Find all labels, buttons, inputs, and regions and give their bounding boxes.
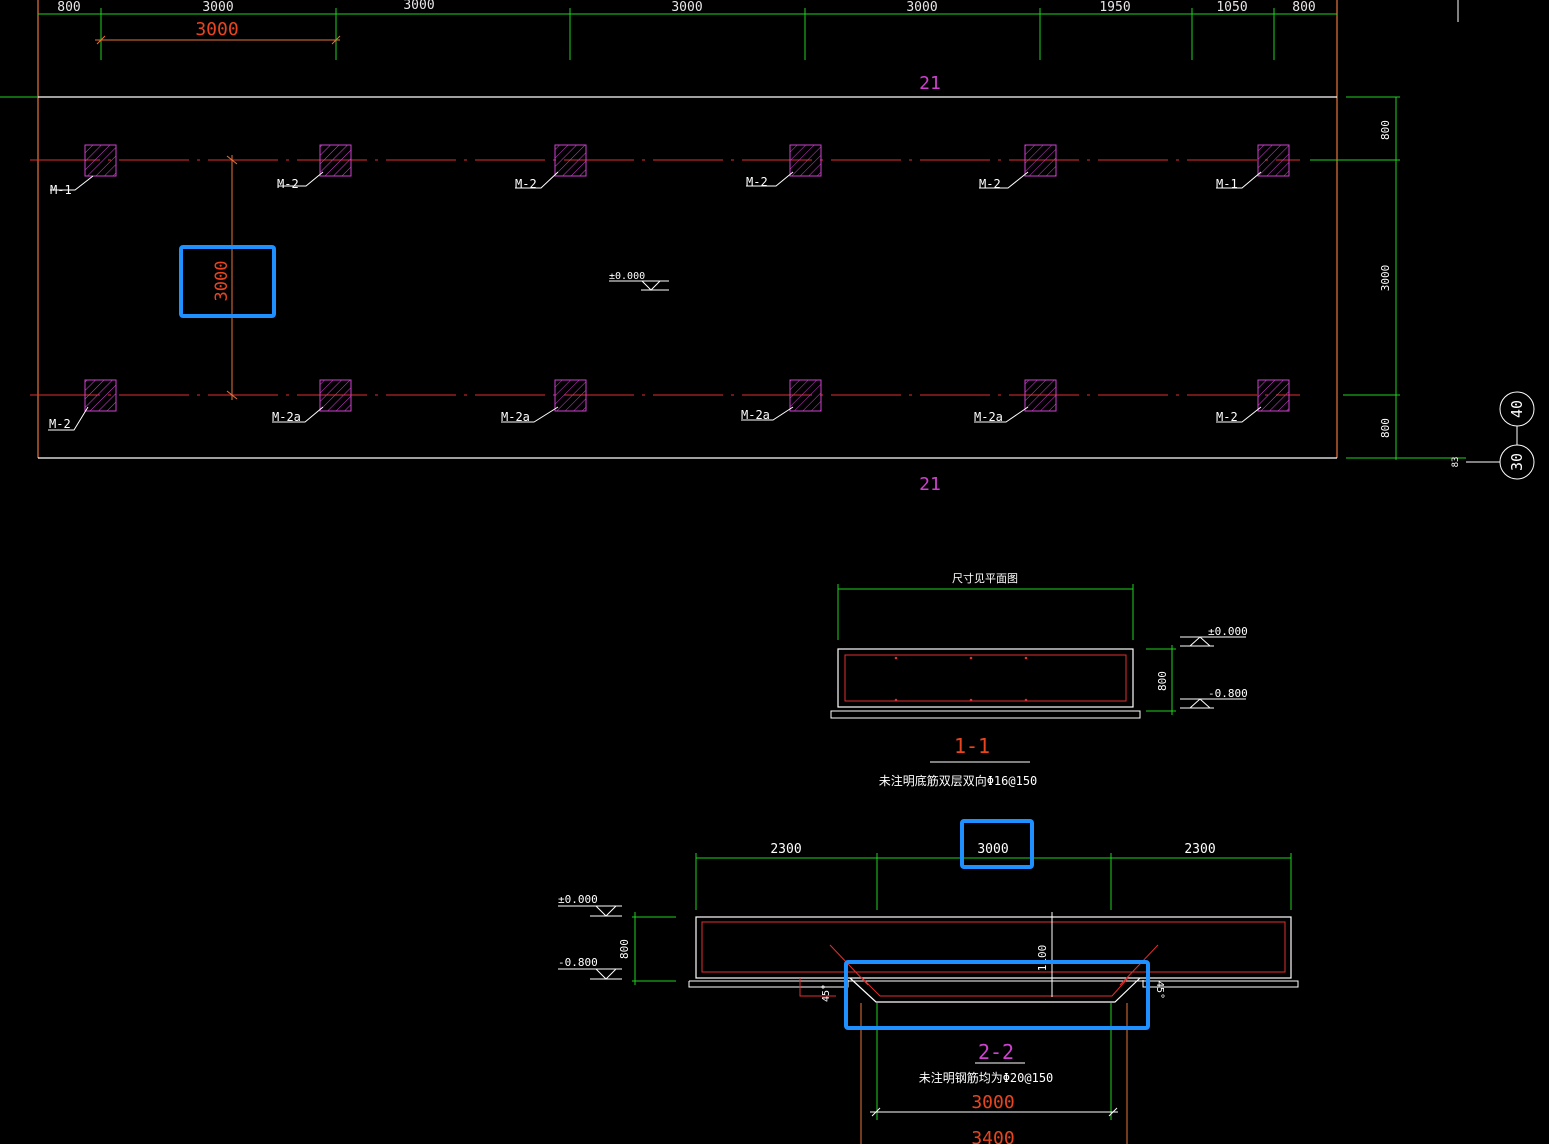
section2-angle-left: 45° xyxy=(821,984,832,1002)
section-2-2: 2300 3000 2300 1100 45° 45° ±0.000 -0.80… xyxy=(558,819,1299,1144)
plan-view: 800 3000 3000 3000 3000 1950 1050 800 30… xyxy=(0,0,1535,495)
top-dim-3: 3000 xyxy=(403,0,434,13)
section1-caption-top: 尺寸见平面图 xyxy=(952,571,1018,585)
pier-label: M-2 xyxy=(49,417,71,431)
pier-label: M-2 xyxy=(979,177,1001,191)
section2-bottom-dim-outer: 3400 xyxy=(971,1128,1014,1144)
section2-elev-top: ±0.000 xyxy=(558,893,598,906)
grid-bubbles: 40 30 83 xyxy=(1451,391,1535,480)
pier-label: M-2a xyxy=(741,408,770,422)
pier-bottom-1: M-2 xyxy=(48,379,117,431)
section1-height-dim: 800 xyxy=(1156,671,1169,691)
section2-rebar-top xyxy=(701,921,1286,973)
section2-height-dim: 800 xyxy=(618,939,631,959)
right-dimension-chain: 800 3000 800 xyxy=(1310,96,1466,460)
pier-bottom-5: M-2a xyxy=(974,379,1057,424)
pier-bottom-4: M-2a xyxy=(741,379,822,422)
top-row-piers: M-1 M-2 M-2 M-2 M-2 xyxy=(50,144,1290,197)
pier-top-5: M-2 xyxy=(979,144,1057,191)
grid-bubble-40: 40 xyxy=(1508,400,1526,418)
top-dim-8: 800 xyxy=(1292,0,1315,15)
pier-label: M-2 xyxy=(746,175,768,189)
inner-dim-text: 3000 xyxy=(195,19,238,40)
top-dimension-chain: 800 3000 3000 3000 3000 1950 1050 800 xyxy=(38,0,1459,60)
section-1-1: 尺寸见平面图 800 ±0.000 -0.800 1-1 未注明底筋双层双向Φ1… xyxy=(830,571,1248,788)
pier-label: M-2 xyxy=(277,177,299,191)
elevation-text: ±0.000 xyxy=(609,271,645,282)
top-dim-6: 1950 xyxy=(1099,0,1130,15)
right-dim-3: 800 xyxy=(1379,418,1392,438)
small-mark: 83 xyxy=(1451,457,1461,468)
section2-top-dim-1: 2300 xyxy=(770,842,801,857)
pier-top-6: M-1 xyxy=(1216,144,1290,191)
elevation-marker: ±0.000 xyxy=(609,271,669,291)
section1-title: 1-1 xyxy=(954,734,990,758)
top-dim-2: 3000 xyxy=(202,0,233,15)
section1-note: 未注明底筋双层双向Φ16@150 xyxy=(879,773,1038,788)
pier-bottom-3: M-2a xyxy=(501,379,587,424)
highlight-box-section2-dim xyxy=(960,819,1034,869)
right-dim-2: 3000 xyxy=(1379,265,1392,292)
top-dim-1: 800 xyxy=(57,0,80,15)
section2-top-dim-2: 3000 xyxy=(977,842,1008,857)
top-dim-7: 1050 xyxy=(1216,0,1247,15)
pier-label: M-2 xyxy=(515,177,537,191)
section2-pit xyxy=(849,977,1141,1003)
section2-title: 2-2 xyxy=(978,1040,1014,1064)
section2-elev-bottom: -0.800 xyxy=(558,956,598,969)
pier-label: M-1 xyxy=(1216,177,1238,191)
inner-dimension: 3000 xyxy=(95,19,341,45)
grid-bubble-30: 30 xyxy=(1508,453,1526,471)
vertical-dimension: 3000 xyxy=(212,155,238,400)
section1-elev-top: ±0.000 xyxy=(1208,625,1248,638)
highlight-box-plan xyxy=(179,245,276,318)
highlight-box-section2-pit xyxy=(844,960,1150,1030)
section1-base xyxy=(830,710,1141,719)
vertical-dim-text: 3000 xyxy=(212,261,232,302)
section1-rebar xyxy=(844,654,1127,702)
pier-label: M-2 xyxy=(1216,410,1238,424)
pier-top-1: M-1 xyxy=(50,144,117,197)
pier-label: M-1 xyxy=(50,183,72,197)
pier-top-2: M-2 xyxy=(277,144,352,191)
pier-top-4: M-2 xyxy=(746,144,822,189)
section1-elev-bottom: -0.800 xyxy=(1208,687,1248,700)
section2-bottom-dim-inner: 3000 xyxy=(971,1092,1014,1113)
section2-angle-right: 45° xyxy=(1154,981,1165,999)
pier-label: M-2a xyxy=(272,410,301,424)
right-dim-1: 800 xyxy=(1379,120,1392,140)
bottom-row-piers: M-2 M-2a M-2a M-2a M-2a xyxy=(48,379,1290,431)
top-dim-5: 3000 xyxy=(906,0,937,15)
top-dim-4: 3000 xyxy=(671,0,702,15)
pier-bottom-2: M-2a xyxy=(272,379,352,424)
section2-note: 未注明钢筋均为Φ20@150 xyxy=(919,1070,1054,1085)
pier-top-3: M-2 xyxy=(515,144,587,191)
pier-label: M-2a xyxy=(974,410,1003,424)
section2-slab xyxy=(695,916,1292,979)
section2-depth-dim: 1100 xyxy=(1036,945,1049,972)
pier-bottom-6: M-2 xyxy=(1216,379,1290,424)
section2-top-dim-3: 2300 xyxy=(1184,842,1215,857)
section1-slab xyxy=(837,648,1134,708)
axis-label-top: 21 xyxy=(919,73,941,94)
axis-label-bottom: 21 xyxy=(919,474,941,495)
pier-label: M-2a xyxy=(501,410,530,424)
